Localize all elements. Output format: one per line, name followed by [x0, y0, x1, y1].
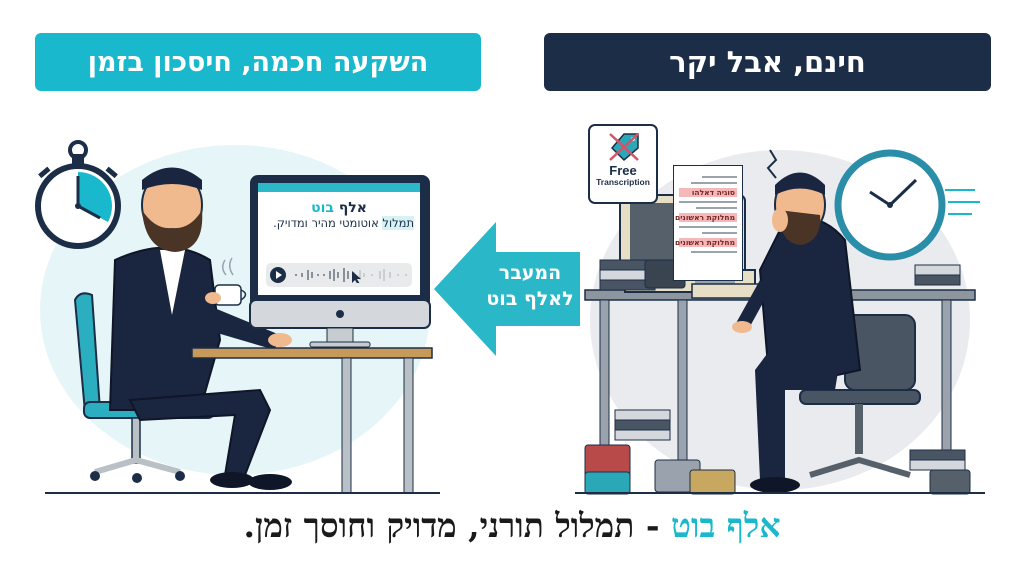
tagline-brand: אלף בוט [671, 506, 781, 545]
header-left-text: השקעה חכמה, חיסכון בזמן [87, 46, 429, 78]
badge-subtitle: Transcription [596, 177, 650, 187]
arrow-label-line1: המעבר [498, 262, 562, 284]
price-tag-crossed-icon [609, 133, 639, 162]
stopwatch-icon [35, 140, 121, 249]
bottom-tagline: אלף בוט - תמלול תורני, מדויק וחוסך זמן. [0, 506, 1024, 562]
header-banner-free-but-expensive: חינם, אבל יקר [544, 33, 991, 91]
doc-line [702, 232, 737, 234]
free-transcription-badge: Free Transcription [588, 124, 658, 204]
waveform-icon [295, 268, 407, 283]
arrow-label-line2: לאלף בוט [486, 288, 574, 310]
arrow-left-icon [434, 222, 580, 356]
left-illustration-scene [20, 110, 450, 495]
screen-titlebar [258, 183, 420, 192]
audio-player[interactable] [266, 263, 412, 287]
doc-line [690, 251, 737, 253]
doc-line [679, 226, 737, 228]
brand-word-bot: בוט [311, 200, 334, 216]
apple-logo-icon [336, 310, 344, 318]
doc-highlight-row: מחלוקת ראשונים [674, 238, 737, 247]
screen-description: תמלול אוטומטי מהיר ומדויק. [258, 216, 420, 231]
header-right-text: חינם, אבל יקר [669, 45, 866, 79]
transcription-document: סוגיה דאלהו מחלוקת ראשונים מחלוקת ראשוני… [673, 165, 743, 281]
play-icon[interactable] [270, 267, 286, 283]
badge-title: Free [609, 163, 637, 178]
mouse-cursor-icon [352, 271, 361, 283]
doc-line [690, 182, 737, 184]
wall-clock-icon [834, 149, 980, 261]
doc-highlight-row: סוגיה דאלהו [679, 188, 737, 197]
doc-line [702, 176, 737, 178]
monitor-screen-aleph-bot: אלף בוט תמלול אוטומטי מהיר ומדויק. [258, 183, 420, 295]
doc-highlight-row: מחלוקת ראשונים [674, 213, 737, 222]
desc-rest: אוטומטי מהיר ומדויק. [273, 216, 383, 230]
brand-word-aleph: אלף [338, 200, 367, 216]
desc-highlight: תמלול [382, 216, 414, 230]
header-banner-smart-investment: השקעה חכמה, חיסכון בזמן [35, 33, 481, 91]
transition-arrow: המעבר לאלף בוט [434, 222, 580, 356]
tagline-text: - תמלול תורני, מדויק וחוסך זמן. [243, 506, 672, 545]
coffee-cup-icon [205, 257, 247, 306]
doc-line [679, 201, 737, 203]
doc-line [696, 207, 737, 209]
arrow-label: המעבר לאלף בוט [484, 260, 576, 312]
screen-brand-title: אלף בוט [258, 200, 420, 216]
cassette-tape-icon [584, 259, 971, 495]
